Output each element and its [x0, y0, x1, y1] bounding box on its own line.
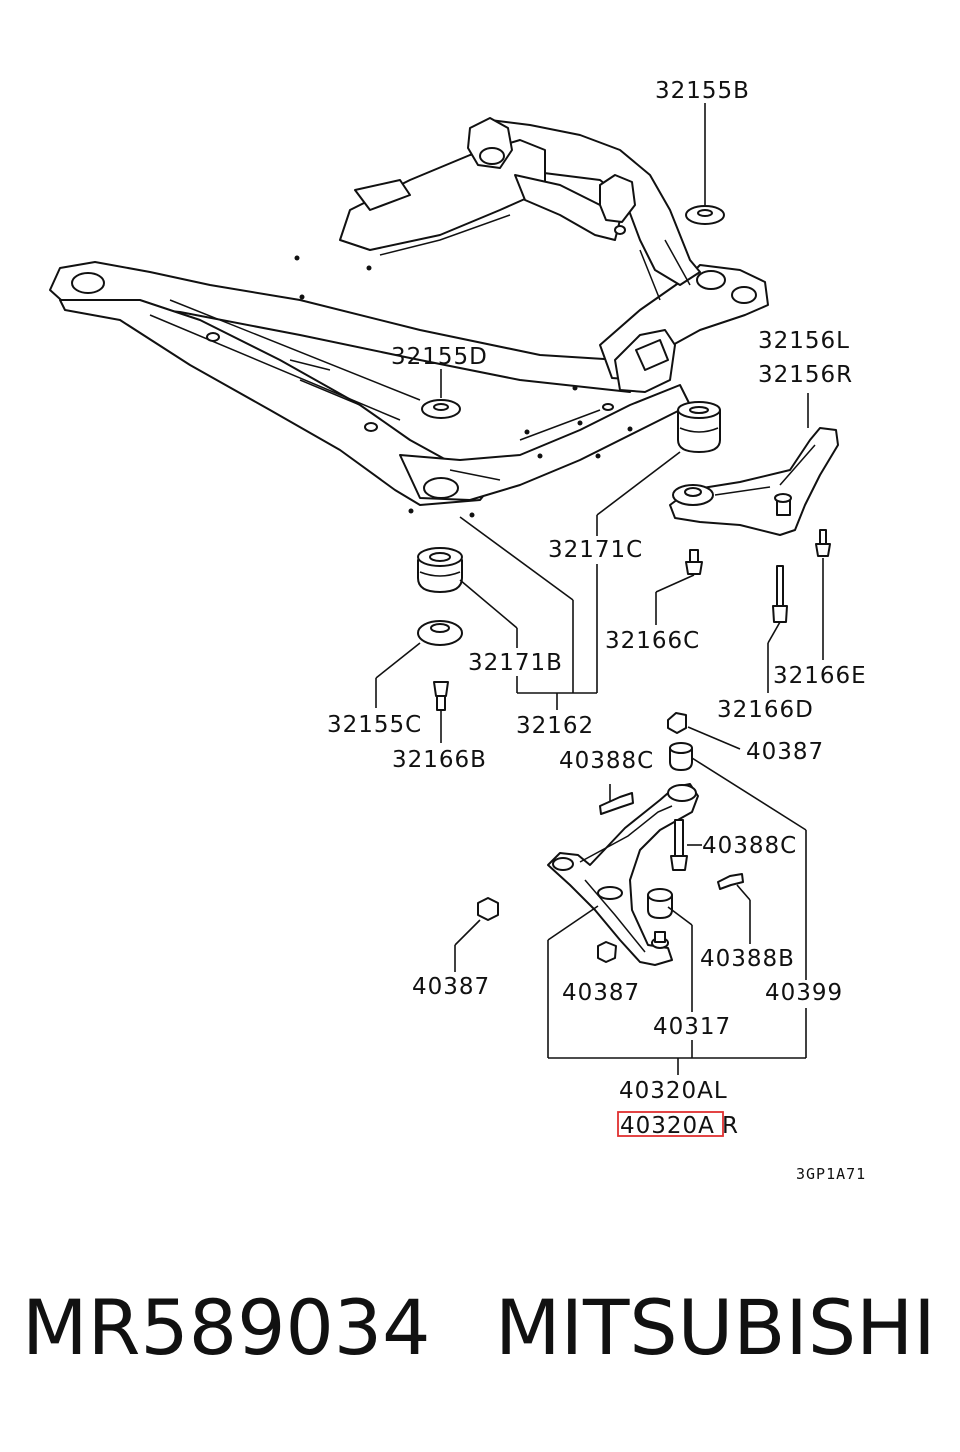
nut-40387-top: [667, 712, 687, 734]
washer-32155C: [417, 620, 463, 646]
label-40320AR-suffix: R: [722, 1113, 739, 1139]
bushing-32171B: [417, 547, 463, 593]
bolt-40388C-left: [599, 792, 634, 815]
highlight-box: [617, 1111, 724, 1137]
label-32166D: 32166D: [717, 697, 814, 723]
lower-arm-40320A: [547, 783, 699, 966]
bushing-40399: [669, 742, 693, 771]
bolt-32166B: [433, 681, 449, 711]
label-32156L: 32156L: [758, 328, 850, 354]
bushing-40317: [647, 888, 673, 919]
bracket-32156: [669, 427, 839, 536]
bolt-32166E: [815, 529, 831, 557]
bolt-32166C: [685, 549, 703, 575]
label-40320AL: 40320AL: [619, 1078, 728, 1104]
label-32155B: 32155B: [655, 78, 750, 104]
nut-40387-mid: [597, 941, 617, 963]
brand-name: MITSUBISHI: [495, 1283, 936, 1372]
label-32156R: 32156R: [758, 362, 853, 388]
label-32155C: 32155C: [327, 712, 422, 738]
label-32171C: 32171C: [548, 537, 643, 563]
label-40399: 40399: [765, 980, 843, 1006]
bolt-40388B: [717, 873, 744, 890]
label-40388C-left: 40388C: [559, 748, 654, 774]
label-40388B: 40388B: [700, 946, 795, 972]
footer: MR589034 MITSUBISHI: [0, 1290, 960, 1400]
bolt-40388C-right: [670, 819, 688, 871]
label-40387-left: 40387: [412, 974, 490, 1000]
label-32155D: 32155D: [391, 344, 488, 370]
front-subframe: [49, 117, 769, 518]
label-40317: 40317: [653, 1014, 731, 1040]
label-32166E: 32166E: [773, 663, 867, 689]
label-32166B: 32166B: [392, 747, 487, 773]
label-40387-mid: 40387: [562, 980, 640, 1006]
label-40387-top: 40387: [746, 739, 824, 765]
leader-40320A: [547, 905, 806, 1075]
bushing-32171C: [677, 401, 721, 453]
bolt-32166D: [772, 565, 788, 623]
washer-32155D: [421, 399, 461, 419]
washer-32155B: [685, 205, 725, 225]
nut-40387-left: [477, 897, 499, 921]
label-32162: 32162: [516, 713, 594, 739]
label-32171B: 32171B: [468, 650, 563, 676]
label-40320AR-highlighted: 40320A: [620, 1113, 715, 1139]
label-40388C-right: 40388C: [702, 833, 797, 859]
drawing-code: 3GP1A71: [796, 1165, 866, 1183]
part-number: MR589034: [22, 1283, 431, 1372]
label-32166C: 32166C: [605, 628, 700, 654]
leader-32162: [459, 451, 681, 710]
